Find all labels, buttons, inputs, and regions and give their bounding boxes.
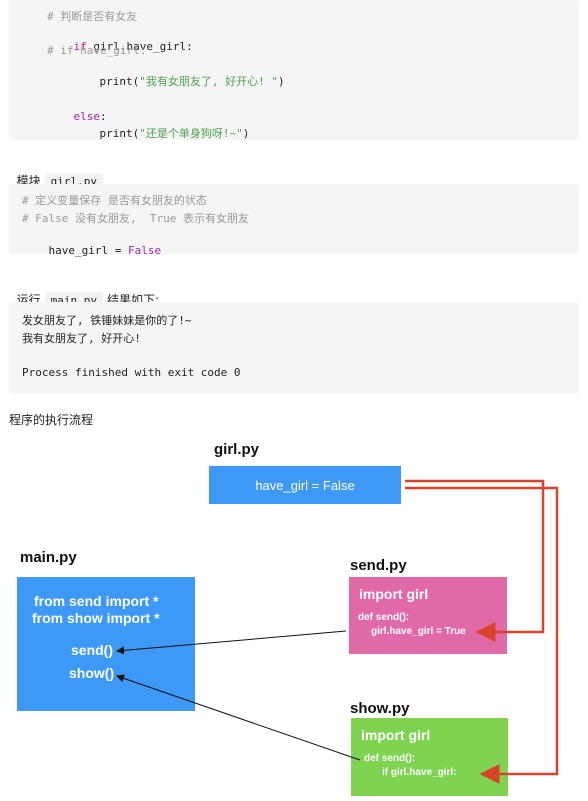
code-comment: # if have_girl: — [47, 44, 147, 57]
main-import-show: from show import * — [32, 610, 160, 626]
send-def-text: def send(): — [358, 612, 410, 623]
print-close: ) — [278, 75, 285, 88]
output-line: Process finished with exit code 0 — [22, 366, 241, 379]
code-print-line: print("还是个单身狗呀!~") — [73, 113, 250, 155]
send-call-arrow — [116, 630, 347, 655]
girl-to-show-arrow — [405, 486, 559, 784]
print-string: "还是个单身狗呀!~" — [139, 127, 243, 140]
keyword-else: else — [73, 110, 101, 123]
print-call: print( — [99, 75, 140, 88]
print-close: ) — [242, 127, 250, 140]
print-call: print( — [99, 127, 140, 140]
code-else-line: else: — [47, 96, 107, 138]
send-import-text: import girl — [359, 586, 429, 602]
flow-heading: 程序的执行流程 — [9, 413, 94, 427]
code-block-girl-module: # 定义变量保存 是否有女朋友的状态 # False 没有女朋友, True 表… — [9, 184, 579, 257]
main-show-call: show() — [69, 665, 115, 681]
main-send-call: send() — [71, 642, 113, 658]
main-import-send: from send import * — [34, 593, 159, 609]
code-if-condition: girl.have_girl: — [86, 40, 193, 53]
girl-to-send-arrow — [405, 479, 545, 642]
code-print-line: print("我有女朋友了, 好开心! ") — [73, 61, 285, 103]
code-assign-line: have_girl = False — [22, 230, 162, 272]
main-file-label: main.py — [20, 549, 77, 566]
show-body-text: if girl.have_girl: — [382, 767, 457, 778]
show-import-text: import girl — [361, 727, 431, 743]
code-block-conditional: # 判断是否有女友 if girl.have_girl: # if have_g… — [9, 0, 579, 140]
else-colon: : — [100, 110, 107, 123]
code-comment: # 判断是否有女友 — [47, 10, 138, 23]
print-string: "我有女朋友了, 好开心! " — [139, 75, 278, 88]
main-module-box: from send import * from show import * se… — [17, 577, 195, 711]
output-block: 发女朋友了, 铁锤妹妹是你的了!~ 我有女朋友了, 好开心! Process f… — [9, 302, 579, 394]
girl-module-box: have_girl = False — [209, 466, 401, 504]
code-comment: # False 没有女朋友, True 表示有女朋友 — [22, 212, 249, 225]
keyword-if: if — [73, 40, 87, 53]
girl-variable-text: have_girl = False — [255, 478, 355, 493]
girl-file-label: girl.py — [214, 441, 260, 458]
show-call-arrow — [116, 674, 361, 761]
output-line: 发女朋友了, 铁锤妹妹是你的了!~ — [22, 314, 192, 327]
output-line: 我有女朋友了, 好开心! — [22, 332, 141, 345]
code-if-line: if girl.have_girl: — [47, 26, 193, 68]
code-comment: # 定义变量保存 是否有女朋友的状态 — [22, 194, 207, 207]
send-body-text: girl.have_girl = True — [371, 626, 466, 637]
show-file-label: show.py — [350, 700, 410, 717]
assign-lhs: have_girl = — [48, 244, 128, 257]
assign-value: False — [127, 244, 162, 257]
send-file-label: send.py — [350, 557, 407, 574]
show-def-text: def send(): — [364, 753, 416, 764]
